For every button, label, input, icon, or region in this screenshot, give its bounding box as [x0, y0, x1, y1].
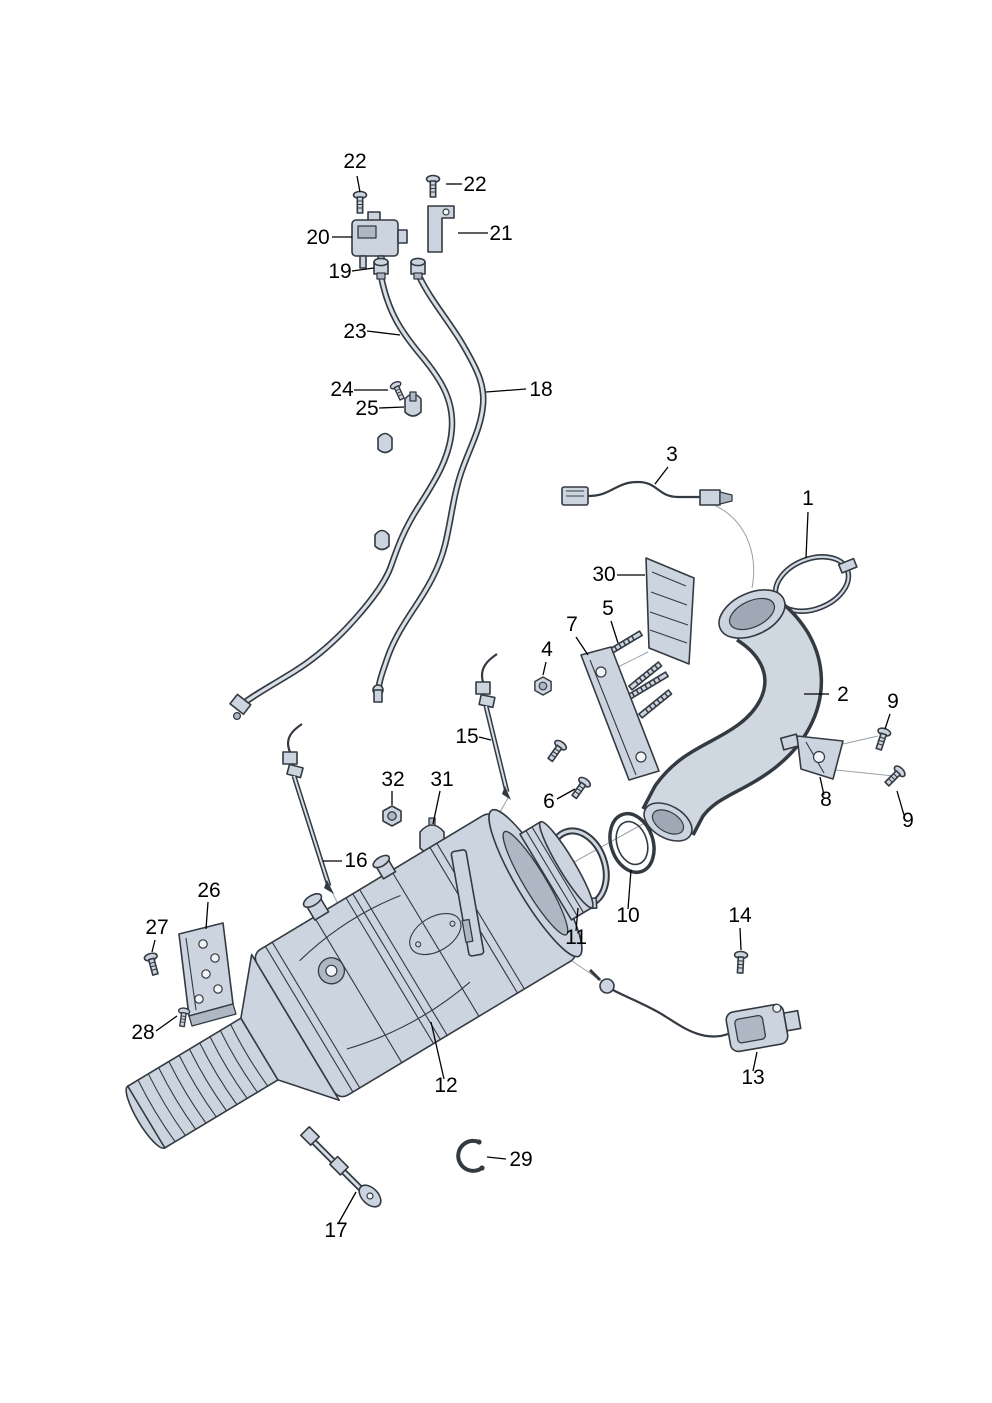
- hose-clip: [377, 432, 393, 454]
- callout-14[interactable]: 14: [728, 904, 752, 927]
- egt-sensor-15: [475, 653, 511, 800]
- oxygen-sensor-3: [561, 480, 733, 506]
- support-17: [300, 1126, 382, 1208]
- callout-27[interactable]: 27: [145, 916, 168, 939]
- callout-20[interactable]: 20: [306, 226, 329, 249]
- egt-sensor-16: [282, 723, 334, 894]
- callout-1[interactable]: 1: [802, 487, 814, 510]
- callout-26[interactable]: 26: [197, 879, 220, 902]
- callout-labels: 22 22 20 21 19 23 24 25 18 3 1 30 5 7 4 …: [131, 150, 914, 1242]
- hose-clip: [374, 529, 390, 551]
- callout-5[interactable]: 5: [602, 597, 614, 620]
- nox-module-13: [588, 968, 802, 1053]
- fittings-19: [373, 257, 426, 280]
- callout-13[interactable]: 13: [741, 1066, 764, 1089]
- callout-8[interactable]: 8: [820, 788, 832, 811]
- exhaust-pipe-2: [641, 589, 824, 842]
- callout-23[interactable]: 23: [343, 320, 366, 343]
- callout-24[interactable]: 24: [330, 378, 354, 401]
- callout-17[interactable]: 17: [324, 1219, 347, 1242]
- heat-shield-30: [628, 557, 695, 719]
- bracket-26: [178, 922, 237, 1027]
- callout-31[interactable]: 31: [430, 768, 453, 791]
- hose-23: [229, 272, 456, 721]
- callout-9-a[interactable]: 9: [887, 690, 899, 713]
- callout-9-b[interactable]: 9: [902, 809, 914, 832]
- gasket-10: [608, 811, 656, 875]
- callout-19[interactable]: 19: [328, 260, 351, 283]
- callout-10[interactable]: 10: [616, 904, 639, 927]
- callout-25[interactable]: 25: [355, 397, 378, 420]
- clip-25: [404, 391, 422, 417]
- hose-18: [372, 272, 487, 703]
- callout-4[interactable]: 4: [541, 638, 553, 661]
- callout-12[interactable]: 12: [434, 1074, 457, 1097]
- nut-4: [534, 676, 552, 696]
- callout-22-a[interactable]: 22: [343, 150, 366, 173]
- callout-28[interactable]: 28: [131, 1021, 154, 1044]
- callout-6[interactable]: 6: [543, 790, 555, 813]
- leader-lines: [151, 175, 905, 1225]
- clip-29: [456, 1138, 485, 1173]
- callout-2[interactable]: 2: [837, 683, 849, 706]
- callout-30[interactable]: 30: [592, 563, 615, 586]
- bracket-8: [796, 735, 844, 780]
- bracket-7: [580, 646, 660, 781]
- callout-15[interactable]: 15: [455, 725, 478, 748]
- callout-22-b[interactable]: 22: [463, 173, 486, 196]
- callout-29[interactable]: 29: [509, 1148, 532, 1171]
- catalytic-converter-12: [125, 808, 594, 1150]
- callout-7[interactable]: 7: [566, 613, 578, 636]
- callout-16[interactable]: 16: [344, 849, 367, 872]
- callout-3[interactable]: 3: [666, 443, 678, 466]
- bracket-21: [427, 205, 455, 253]
- callout-11[interactable]: 11: [565, 926, 587, 949]
- callout-21[interactable]: 21: [489, 222, 512, 245]
- callout-18[interactable]: 18: [529, 378, 552, 401]
- nut-32: [382, 805, 402, 827]
- converter-strap-bracket: [450, 849, 485, 957]
- callout-32[interactable]: 32: [381, 768, 404, 791]
